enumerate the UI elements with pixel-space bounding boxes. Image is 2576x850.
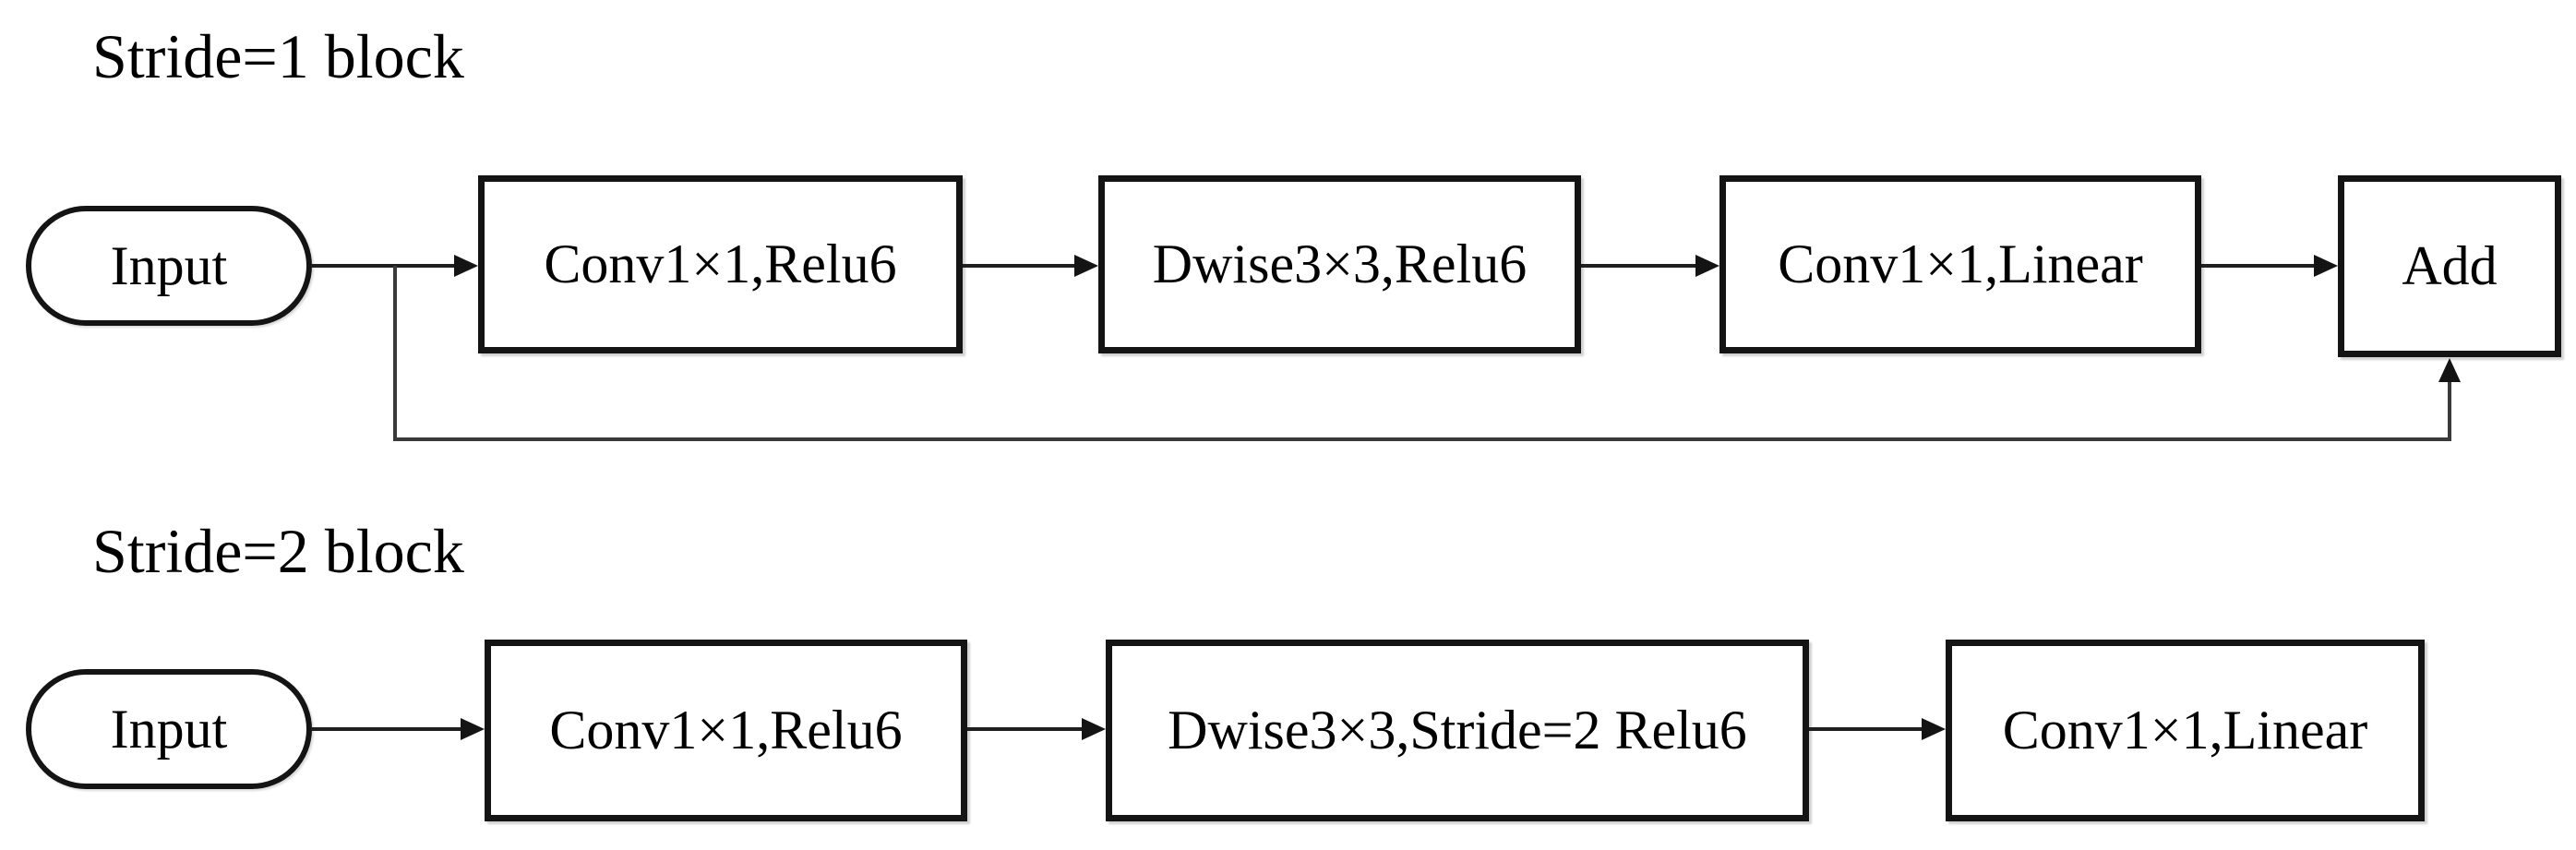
- stride1-add-node: Add: [2338, 175, 2561, 357]
- stride1-connector-convlinear-add: [2201, 264, 2318, 268]
- stride1-input-label: Input: [110, 234, 228, 296]
- stride2-connector-input-conv1: [311, 727, 465, 731]
- stride1-connector-dwise-convlinear: [1581, 264, 1699, 268]
- stride1-box2-label: Dwise3×3,Relu6: [1152, 233, 1528, 294]
- stride2-connector-dwise-convlinear: [1809, 727, 1926, 731]
- arrowhead-right-icon: [454, 255, 478, 277]
- stride2-box2-label: Dwise3×3,Stride=2 Relu6: [1168, 700, 1747, 760]
- stride2-box-conv1x1-relu6: Conv1×1,Relu6: [485, 640, 967, 821]
- stride2-title: Stride=2 block: [92, 516, 464, 586]
- arrowhead-right-icon: [1082, 718, 1106, 740]
- stride1-box-conv1x1-relu6: Conv1×1,Relu6: [478, 175, 963, 353]
- stride1-skip-line-across: [393, 437, 2451, 441]
- stride2-input-label: Input: [110, 698, 228, 760]
- arrowhead-right-icon: [461, 718, 485, 740]
- stride2-connector-conv1-dwise: [967, 727, 1086, 731]
- stride2-input-node: Input: [26, 669, 312, 789]
- stride1-input-node: Input: [26, 206, 312, 326]
- stride1-box-dwise3x3-relu6: Dwise3×3,Relu6: [1098, 175, 1581, 353]
- stride2-box-dwise3x3-stride2-relu6: Dwise3×3,Stride=2 Relu6: [1106, 640, 1809, 821]
- stride2-box-conv1x1-linear: Conv1×1,Linear: [1946, 640, 2425, 821]
- stride1-skip-line-down: [393, 266, 397, 441]
- stride1-connector-input-conv1: [311, 264, 459, 268]
- arrowhead-right-icon: [1922, 718, 1946, 740]
- stride1-add-label: Add: [2402, 235, 2498, 296]
- stride1-box3-label: Conv1×1,Linear: [1778, 233, 2143, 294]
- stride1-skip-line-up: [2448, 362, 2451, 441]
- arrowhead-up-icon: [2438, 358, 2461, 382]
- arrowhead-right-icon: [1074, 255, 1098, 277]
- stride2-box3-label: Conv1×1,Linear: [2002, 700, 2368, 760]
- stride1-box1-label: Conv1×1,Relu6: [544, 233, 897, 294]
- stride2-box1-label: Conv1×1,Relu6: [549, 700, 903, 760]
- stride1-connector-conv1-dwise: [963, 264, 1078, 268]
- stride1-title: Stride=1 block: [92, 21, 464, 91]
- stride1-box-conv1x1-linear: Conv1×1,Linear: [1719, 175, 2201, 353]
- arrowhead-right-icon: [2314, 255, 2338, 277]
- arrowhead-right-icon: [1695, 255, 1719, 277]
